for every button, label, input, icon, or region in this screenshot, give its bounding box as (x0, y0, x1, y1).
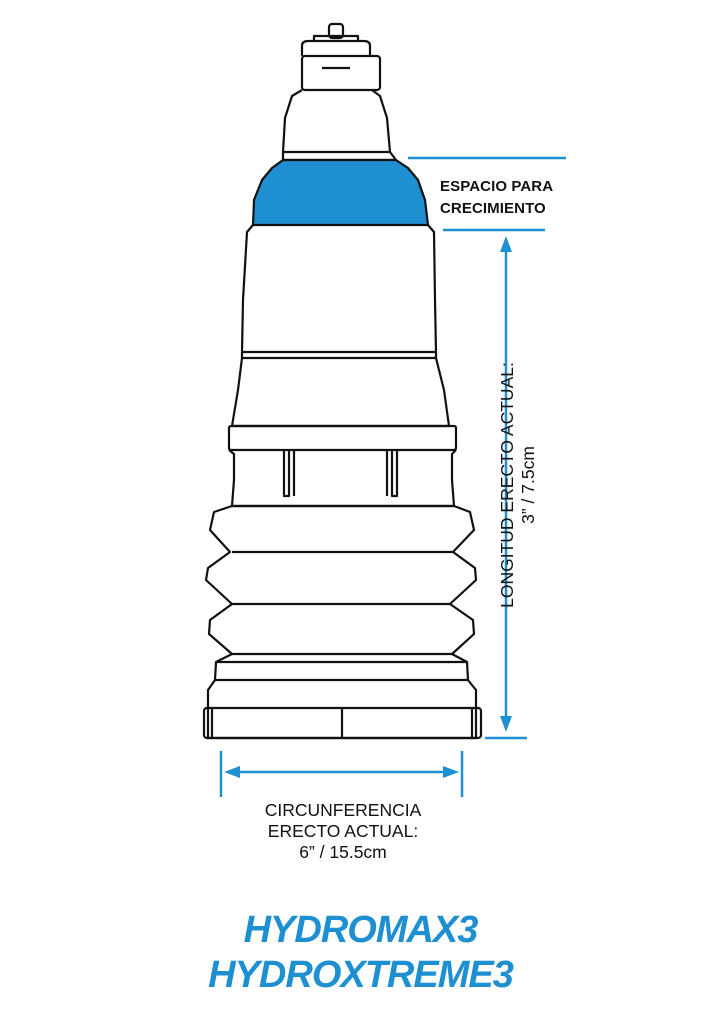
cylinder-neck (281, 89, 398, 162)
growth-space-label: ESPACIO PARA CRECIMIENTO (440, 176, 553, 220)
growth-label-line2: CRECIMIENTO (440, 200, 546, 217)
length-label: LONGITUD ERECTO ACTUAL: 3” / 7.5cm (497, 325, 557, 645)
bellows-ridges (216, 550, 467, 664)
cylinder-body (230, 224, 451, 428)
circ-label-line1: CIRCUNFERENCIA (264, 800, 422, 820)
collar (227, 424, 458, 508)
length-label-line1: LONGITUD ERECTO ACTUAL: (497, 362, 517, 608)
hydromax-logo: HYDROMAX3 (243, 909, 479, 951)
growth-label-line1: ESPACIO PARA (440, 178, 554, 195)
growth-space-band (251, 158, 430, 227)
circ-label-line3: 6” / 15.5cm (299, 842, 387, 862)
circ-label-line2: ERECTO ACTUAL: (267, 821, 419, 841)
length-arrow (485, 236, 527, 740)
base-ring (202, 679, 483, 740)
bellows (204, 504, 478, 682)
hydroxtreme-logo: HYDROXTREME3 (208, 954, 514, 996)
valve-cap (300, 22, 382, 92)
length-label-line2: 3” / 7.5cm (518, 446, 538, 524)
growth-space-marker (408, 156, 566, 232)
circumference-arrow (219, 751, 464, 797)
circumference-label: CIRCUNFERENCIA ERECTO ACTUAL: 6” / 15.5c… (193, 800, 493, 863)
